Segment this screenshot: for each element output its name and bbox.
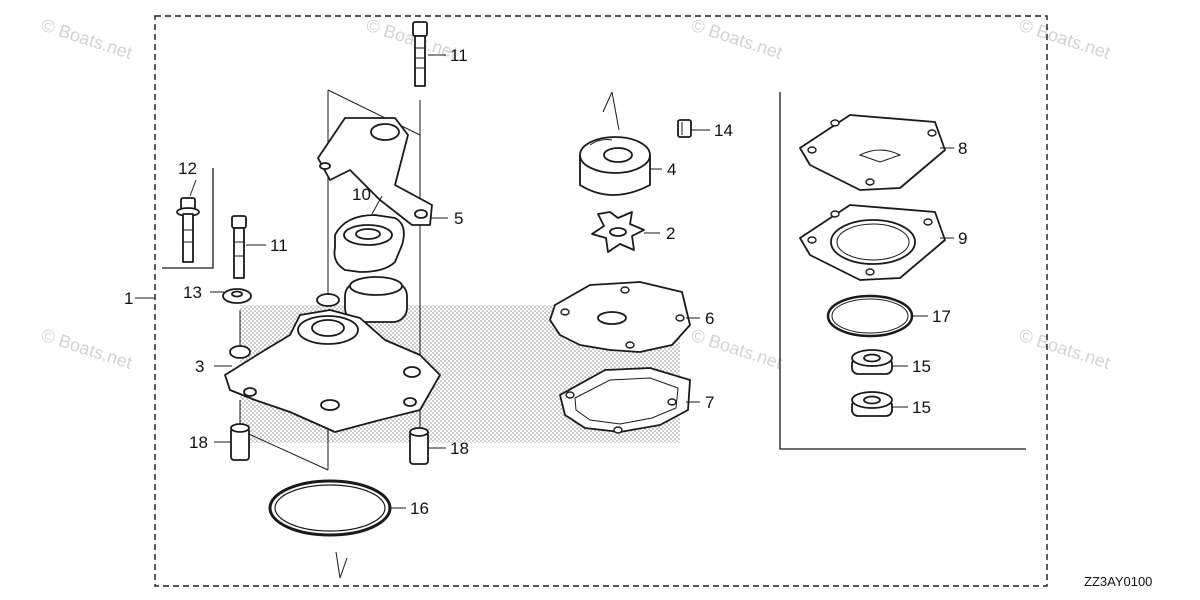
callout-18[interactable]: 18: [189, 433, 208, 452]
o-ring-icon: [826, 294, 914, 338]
callout-3[interactable]: 3: [195, 357, 204, 376]
watermark: © Boats.net: [1017, 15, 1113, 63]
leader-lines: [135, 54, 954, 509]
watermark: © Boats.net: [39, 325, 135, 373]
callout-14[interactable]: 14: [714, 121, 733, 140]
dowel-pin-icon: [409, 427, 429, 465]
parts-8-9-15-17-bracket: [779, 92, 1026, 450]
o-ring-icon: [268, 479, 392, 537]
bolt-icon: [231, 215, 247, 279]
washer-icon: [222, 288, 252, 304]
guide-lines: [239, 89, 620, 579]
watermark: © Boats.net: [689, 325, 785, 373]
diagram-code: ZZ3AY0100: [1084, 574, 1152, 589]
gasket-icon: [799, 204, 946, 281]
watermark: © Boats.net: [39, 15, 135, 63]
callout-6[interactable]: 6: [705, 309, 714, 328]
callout-15[interactable]: 15: [912, 398, 931, 417]
callout-18[interactable]: 18: [450, 439, 469, 458]
callout-5[interactable]: 5: [454, 209, 463, 228]
key-icon: [677, 119, 692, 138]
pump-case-icon: [224, 276, 441, 433]
dowel-pin-icon: [230, 423, 250, 461]
grommet-icon: [333, 214, 405, 273]
watermark: © Boats.net: [689, 15, 785, 63]
bracket-icon: [317, 117, 433, 226]
callout-15[interactable]: 15: [912, 357, 931, 376]
plate-icon: [799, 114, 946, 191]
plate-gasket-icon: [549, 281, 691, 353]
watermark: © Boats.net: [364, 15, 460, 63]
callout-12[interactable]: 12: [178, 159, 197, 178]
kit-frame: [154, 15, 1048, 587]
callout-10[interactable]: 10: [352, 185, 371, 204]
bolt-icon: [412, 21, 428, 87]
callout-17[interactable]: 17: [932, 307, 951, 326]
callout-11[interactable]: 11: [270, 236, 288, 255]
callout-1[interactable]: 1: [124, 289, 133, 308]
callout-11[interactable]: 11: [450, 46, 468, 65]
impeller-icon: [591, 211, 645, 253]
callout-13[interactable]: 13: [183, 283, 202, 302]
callout-2[interactable]: 2: [666, 224, 675, 243]
gasket-icon: [559, 367, 691, 434]
callout-7[interactable]: 7: [705, 393, 714, 412]
callouts: 1 11 12 10 5 11 13 3 18 18 16 14 4 2 6 7…: [124, 46, 967, 518]
flange-bolt-icon: [176, 197, 200, 263]
callout-16[interactable]: 16: [410, 499, 429, 518]
part-12-bracket: [162, 168, 214, 269]
watermark: © Boats.net: [1017, 325, 1113, 373]
callout-9[interactable]: 9: [958, 229, 967, 248]
impeller-housing-icon: [579, 136, 651, 196]
callout-4[interactable]: 4: [667, 160, 676, 179]
bearing-icon: [851, 349, 893, 375]
callout-8[interactable]: 8: [958, 139, 967, 158]
bearing-icon: [851, 391, 893, 417]
